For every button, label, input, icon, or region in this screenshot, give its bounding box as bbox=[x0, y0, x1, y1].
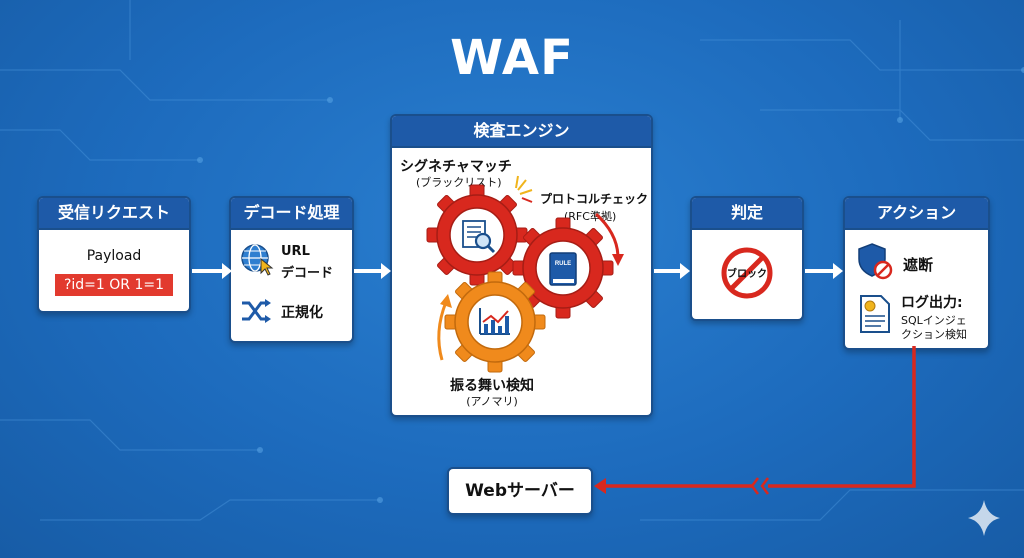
engine-box: 検査エンジン シグネチャマッチ (ブラックリスト) プロトコルチェック (RFC… bbox=[390, 114, 653, 417]
payload-label: Payload bbox=[86, 248, 142, 264]
decode-box: デコード処理 URL デコード 正規化 bbox=[229, 196, 354, 343]
log-output-text: ログ出力: bbox=[901, 295, 963, 311]
judge-header: 判定 bbox=[692, 198, 802, 230]
engine-header: 検査エンジン bbox=[392, 116, 651, 148]
request-box: 受信リクエスト Payload ?id=1 OR 1=1 bbox=[37, 196, 191, 313]
signature-label: シグネチャマッチ bbox=[400, 159, 512, 175]
action-header: アクション bbox=[845, 198, 988, 230]
signature-sub-label: (ブラックリスト) bbox=[416, 176, 502, 189]
decode-header: デコード処理 bbox=[231, 198, 352, 230]
web-server-box: Webサーバー bbox=[447, 467, 593, 515]
diagram-title: WAF bbox=[450, 30, 574, 86]
document-icon bbox=[860, 295, 890, 333]
shuffle-icon bbox=[242, 299, 271, 323]
no-entry-icon bbox=[721, 247, 773, 299]
behavior-sub-label: (アノマリ) bbox=[466, 395, 518, 408]
cursor-icon bbox=[260, 258, 274, 276]
shield-icon bbox=[858, 243, 893, 280]
judge-box: 判定 ブロック bbox=[690, 196, 804, 321]
protocol-sub-label: (RFC準拠) bbox=[564, 210, 617, 223]
decode-text: デコード bbox=[281, 266, 334, 281]
behavior-label: 振る舞い検知 bbox=[450, 378, 534, 394]
url-text: URL bbox=[281, 244, 310, 259]
block-action-text: 遮断 bbox=[903, 256, 934, 274]
log-detail-line1: SQLインジェ bbox=[901, 314, 967, 327]
block-label: ブロック bbox=[727, 269, 767, 280]
payload-value: ?id=1 OR 1=1 bbox=[55, 274, 173, 296]
log-detail-line2: クション検知 bbox=[901, 328, 967, 341]
request-header: 受信リクエスト bbox=[39, 198, 189, 230]
protocol-label: プロトコルチェック bbox=[540, 192, 649, 206]
action-box: アクション 遮断 ログ出力: SQLインジェ クション検知 bbox=[843, 196, 990, 350]
normalize-text: 正規化 bbox=[281, 305, 323, 321]
